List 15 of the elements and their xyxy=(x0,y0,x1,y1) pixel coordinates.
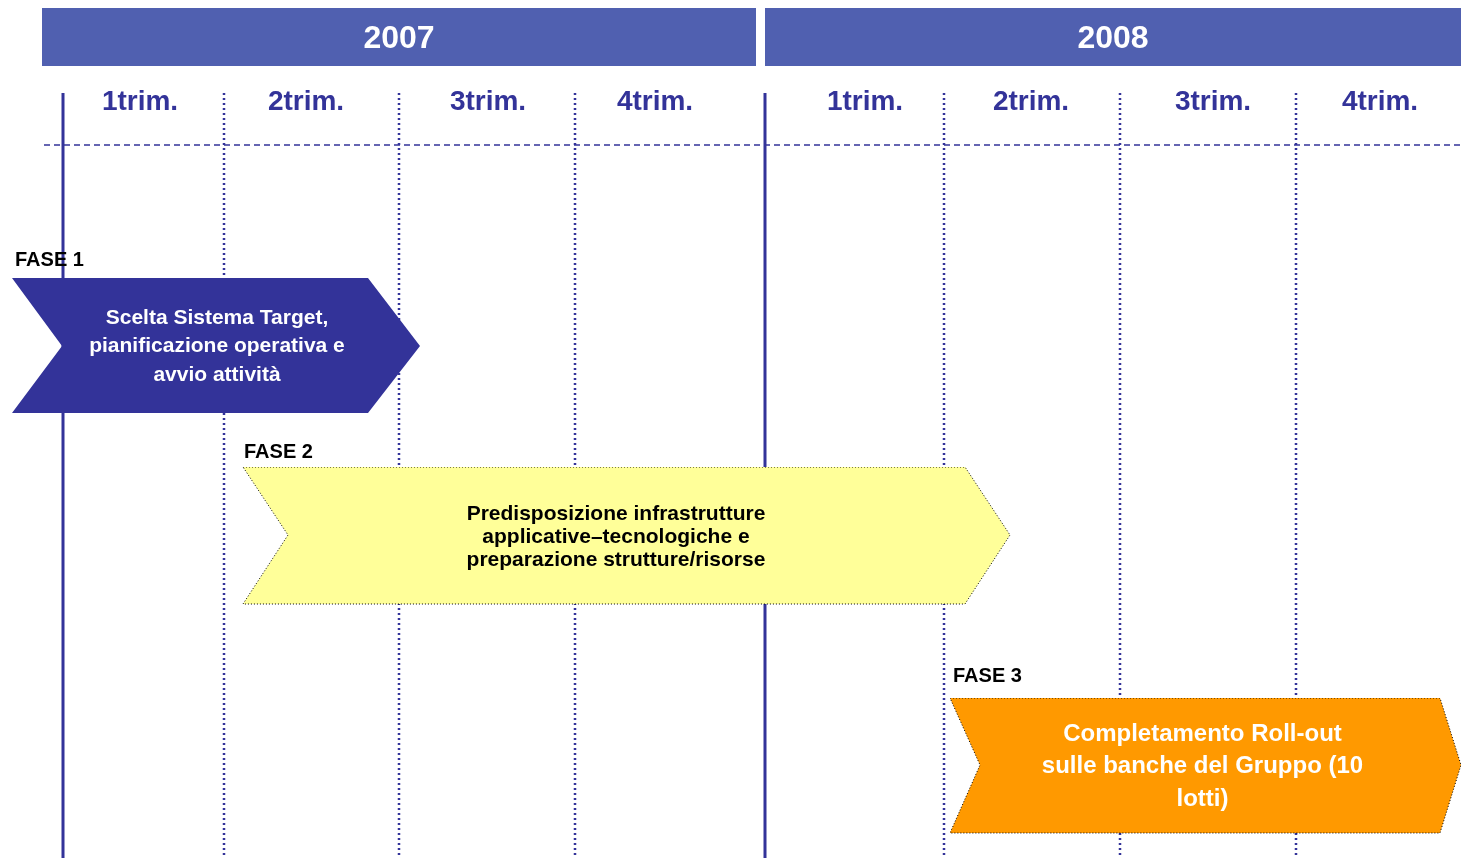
phase-heading: FASE 2 xyxy=(244,440,313,463)
phase-description: Scelta Sistema Target, pianificazione operativa e avvio attività xyxy=(88,304,346,387)
quarter-label: 2trim. xyxy=(992,85,1070,117)
phase-heading: FASE 3 xyxy=(953,664,1022,687)
quarter-label: 1trim. xyxy=(826,85,904,117)
year-band: 2008 xyxy=(765,8,1461,66)
quarter-label: 4trim. xyxy=(1341,85,1419,117)
quarter-label: 2trim. xyxy=(267,85,345,117)
quarter-label: 3trim. xyxy=(449,85,527,117)
phase-description: Predisposizione infrastrutture applicative–tecnologiche e preparazione strutture/risorse xyxy=(465,500,767,571)
year-band: 2007 xyxy=(42,8,756,66)
quarter-label: 4trim. xyxy=(616,85,694,117)
quarter-label: 1trim. xyxy=(101,85,179,117)
phase-description: Completamento Roll-out sulle banche del Gruppo (10 lotti) xyxy=(1040,717,1365,813)
quarter-label: 3trim. xyxy=(1174,85,1252,117)
